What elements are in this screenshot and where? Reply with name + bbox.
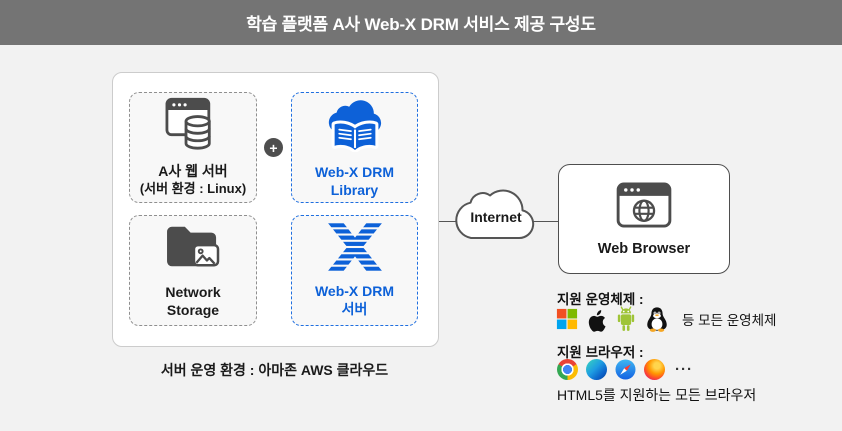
plus-icon: +: [264, 138, 283, 157]
cloud-icon: [455, 189, 535, 240]
web-browser-icon: [616, 181, 672, 233]
internet-label: Internet: [470, 209, 522, 225]
node-drm-library-label: Web-X DRM Library: [314, 164, 395, 198]
node-drm-server: Web-X DRM 서버: [291, 215, 418, 326]
android-icon: [614, 306, 638, 332]
node-web-browser: Web Browser: [558, 164, 730, 274]
node-web-server: A사 웹 서버 (서버 환경 : Linux): [129, 92, 257, 203]
browser-icon-row: ···: [557, 358, 693, 380]
internet-cloud: Internet: [448, 179, 544, 251]
title-bar: 학습 플랫폼 A사 Web-X DRM 서비스 제공 구성도: [0, 0, 842, 45]
os-support-title: 지원 운영체제 :: [557, 292, 644, 307]
drm-library-cloud-book-icon: [325, 95, 385, 157]
apple-icon: [585, 307, 607, 332]
node-network-storage-label: Network Storage: [165, 283, 221, 318]
more-browsers-ellipsis: ···: [675, 360, 693, 378]
linux-icon: [645, 306, 669, 332]
node-drm-library: Web-X DRM Library: [291, 92, 418, 203]
os-icon-row: 등 모든 운영체제: [556, 306, 776, 332]
drm-server-x-icon: [327, 222, 382, 276]
html5-note: HTML5를 지원하는 모든 브라우저: [557, 387, 757, 403]
page-title: 학습 플랫폼 A사 Web-X DRM 서비스 제공 구성도: [246, 15, 596, 34]
chrome-icon: [557, 358, 578, 380]
network-storage-folder-icon: [164, 222, 222, 277]
node-web-server-sublabel: (서버 환경 : Linux): [139, 181, 247, 197]
edge-icon: [586, 358, 607, 380]
windows-icon: [556, 308, 578, 330]
web-server-icon: [164, 97, 222, 156]
node-drm-server-label: Web-X DRM 서버: [314, 282, 395, 317]
browser-support-title: 지원 브라우저 :: [557, 345, 644, 360]
os-support-suffix: 등 모든 운영체제: [682, 313, 777, 328]
server-environment-caption: 서버 운영 환경 : 아마존 AWS 클라우드: [160, 362, 389, 378]
node-network-storage: Network Storage: [129, 215, 257, 326]
node-web-server-label: A사 웹 서버: [158, 163, 228, 180]
firefox-icon: [644, 358, 665, 380]
web-browser-label: Web Browser: [597, 240, 691, 257]
safari-icon: [615, 359, 636, 380]
